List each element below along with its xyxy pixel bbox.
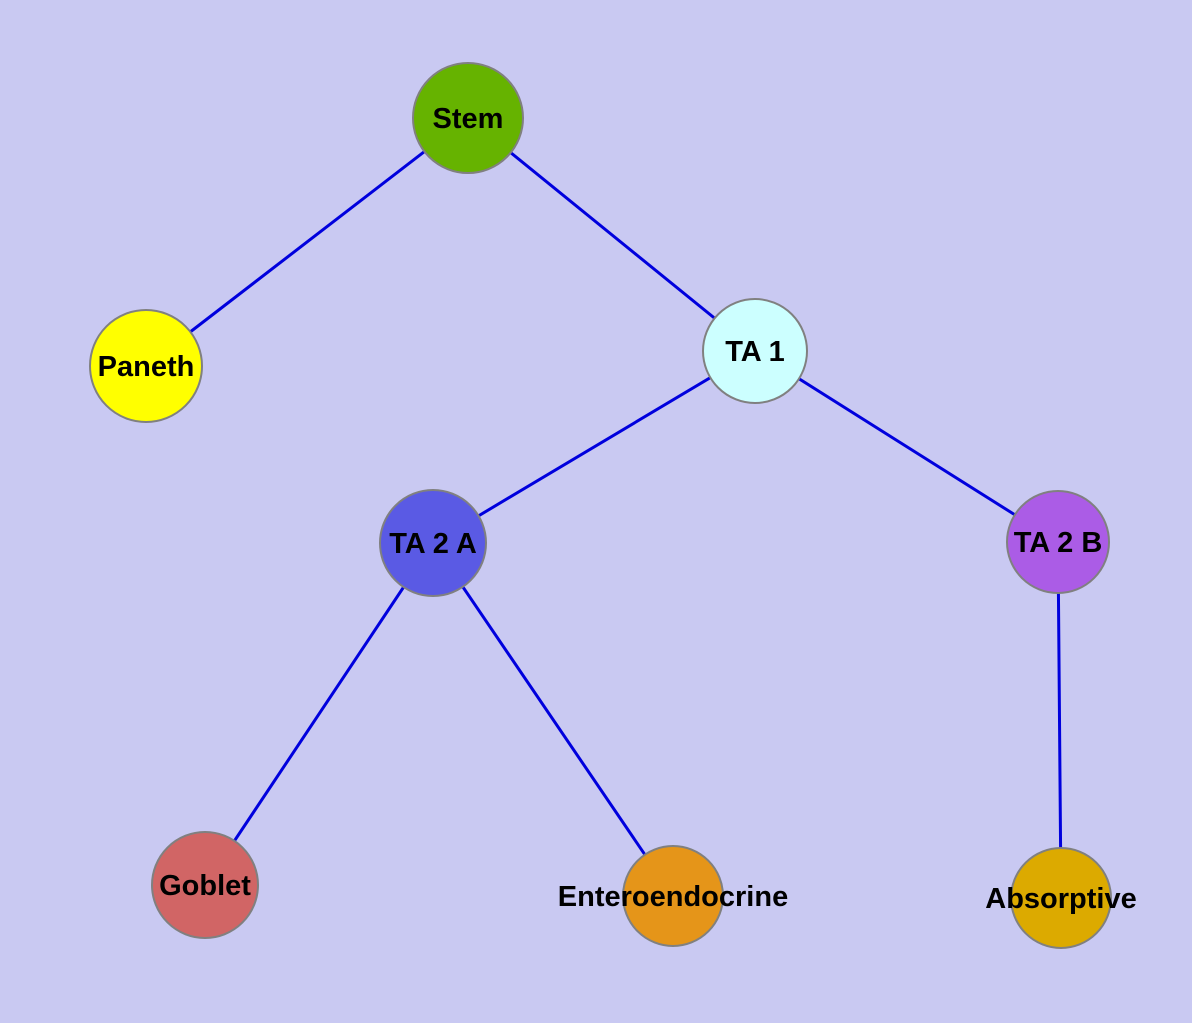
node-circle-goblet[interactable]	[151, 831, 259, 939]
node-circle-ta-2-a[interactable]	[379, 489, 487, 597]
node-ta-2-a[interactable]: TA 2 A	[379, 489, 487, 597]
node-label-stem: Stem	[433, 103, 504, 135]
node-goblet[interactable]: Goblet	[151, 831, 259, 939]
node-circle-enteroendocrine[interactable]	[622, 845, 724, 947]
node-label-paneth: Paneth	[98, 351, 195, 383]
node-label-enteroendocrine: Enteroendocrine	[558, 881, 788, 913]
edge-ta-2-a-enteroendocrine	[431, 541, 675, 898]
edge-stem-ta-1	[466, 116, 757, 353]
edge-ta-2-b-absorptive	[1056, 540, 1063, 900]
node-label-absorptive: Absorptive	[985, 883, 1136, 915]
edges-layer	[144, 116, 1063, 900]
node-ta-1[interactable]: TA 1	[702, 298, 808, 404]
node-stem[interactable]: Stem	[412, 62, 524, 174]
edge-ta-1-ta-2-b	[753, 349, 1060, 544]
node-enteroendocrine[interactable]: Enteroendocrine	[558, 845, 788, 947]
edge-ta-2-a-goblet	[203, 541, 435, 887]
node-paneth[interactable]: Paneth	[89, 309, 203, 423]
node-ta-2-b[interactable]: TA 2 B	[1006, 490, 1110, 594]
node-circle-ta-1[interactable]	[702, 298, 808, 404]
node-absorptive[interactable]: Absorptive	[985, 847, 1137, 949]
node-circle-ta-2-b[interactable]	[1006, 490, 1110, 594]
node-circle-stem[interactable]	[412, 62, 524, 174]
node-label-ta-2-b: TA 2 B	[1014, 527, 1103, 559]
edge-stem-paneth	[144, 116, 470, 368]
edge-ta-1-ta-2-a	[431, 349, 757, 545]
node-label-ta-1: TA 1	[725, 336, 785, 368]
node-circle-paneth[interactable]	[89, 309, 203, 423]
node-circle-absorptive[interactable]	[1010, 847, 1112, 949]
node-label-ta-2-a: TA 2 A	[389, 528, 477, 560]
node-label-goblet: Goblet	[159, 870, 251, 902]
